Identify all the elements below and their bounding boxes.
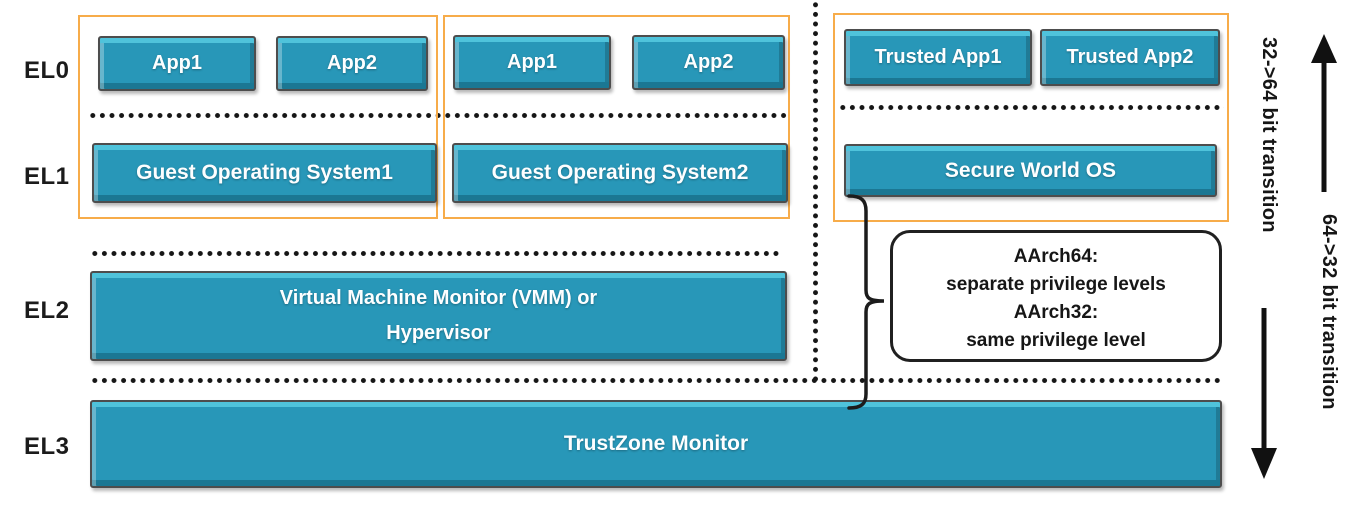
secure-world-os-box: Secure World OS bbox=[844, 144, 1217, 197]
dotted-line-el0-el1-normal bbox=[88, 112, 788, 119]
annotation-line-4: same privilege level bbox=[966, 330, 1146, 351]
guest-vm1-group: App1 App2 Guest Operating System1 bbox=[78, 15, 438, 219]
vm2-app2-box: App2 bbox=[632, 35, 785, 90]
el3-label: EL3 bbox=[24, 433, 70, 460]
down-arrow bbox=[1251, 308, 1277, 479]
transition-32-64-label: 32->64 bit transition bbox=[1258, 37, 1280, 233]
vm2-guest-os-box: Guest Operating System2 bbox=[452, 143, 788, 203]
aarch-annotation-box: AArch64: separate privilege levels AArch… bbox=[890, 230, 1222, 362]
dotted-line-world-separator bbox=[812, 0, 819, 382]
secure-world-group: Trusted App1 Trusted App2 Secure World O… bbox=[833, 13, 1229, 222]
annotation-line-1: AArch64: bbox=[1013, 246, 1099, 267]
vm1-guest-os-box: Guest Operating System1 bbox=[92, 143, 437, 203]
annotation-line-3: AArch32: bbox=[1013, 302, 1099, 323]
annotation-line-2: separate privilege levels bbox=[946, 274, 1166, 295]
dotted-line-el1-el2 bbox=[90, 250, 782, 257]
trustzone-monitor-box: TrustZone Monitor bbox=[90, 400, 1222, 488]
transition-64-32-label: 64->32 bit transition bbox=[1318, 214, 1340, 410]
el2-label: EL2 bbox=[24, 297, 70, 324]
trusted-app2-box: Trusted App2 bbox=[1040, 29, 1220, 86]
el1-label: EL1 bbox=[24, 163, 70, 190]
trusted-app1-box: Trusted App1 bbox=[844, 29, 1032, 86]
guest-vm2-group: App1 App2 Guest Operating System2 bbox=[443, 15, 790, 219]
vm1-app1-box: App1 bbox=[98, 36, 256, 91]
vm2-app1-box: App1 bbox=[453, 35, 611, 90]
el0-label: EL0 bbox=[24, 57, 70, 84]
hypervisor-line1: Virtual Machine Monitor (VMM) or bbox=[279, 287, 598, 309]
up-arrow bbox=[1311, 34, 1337, 192]
dotted-line-el2-el3 bbox=[90, 377, 1224, 384]
hypervisor-line2: Hypervisor bbox=[386, 322, 491, 344]
hypervisor-box: Virtual Machine Monitor (VMM) or Hypervi… bbox=[90, 271, 787, 361]
vm1-app2-box: App2 bbox=[276, 36, 428, 91]
dotted-line-el0-el1-secure bbox=[838, 104, 1224, 111]
